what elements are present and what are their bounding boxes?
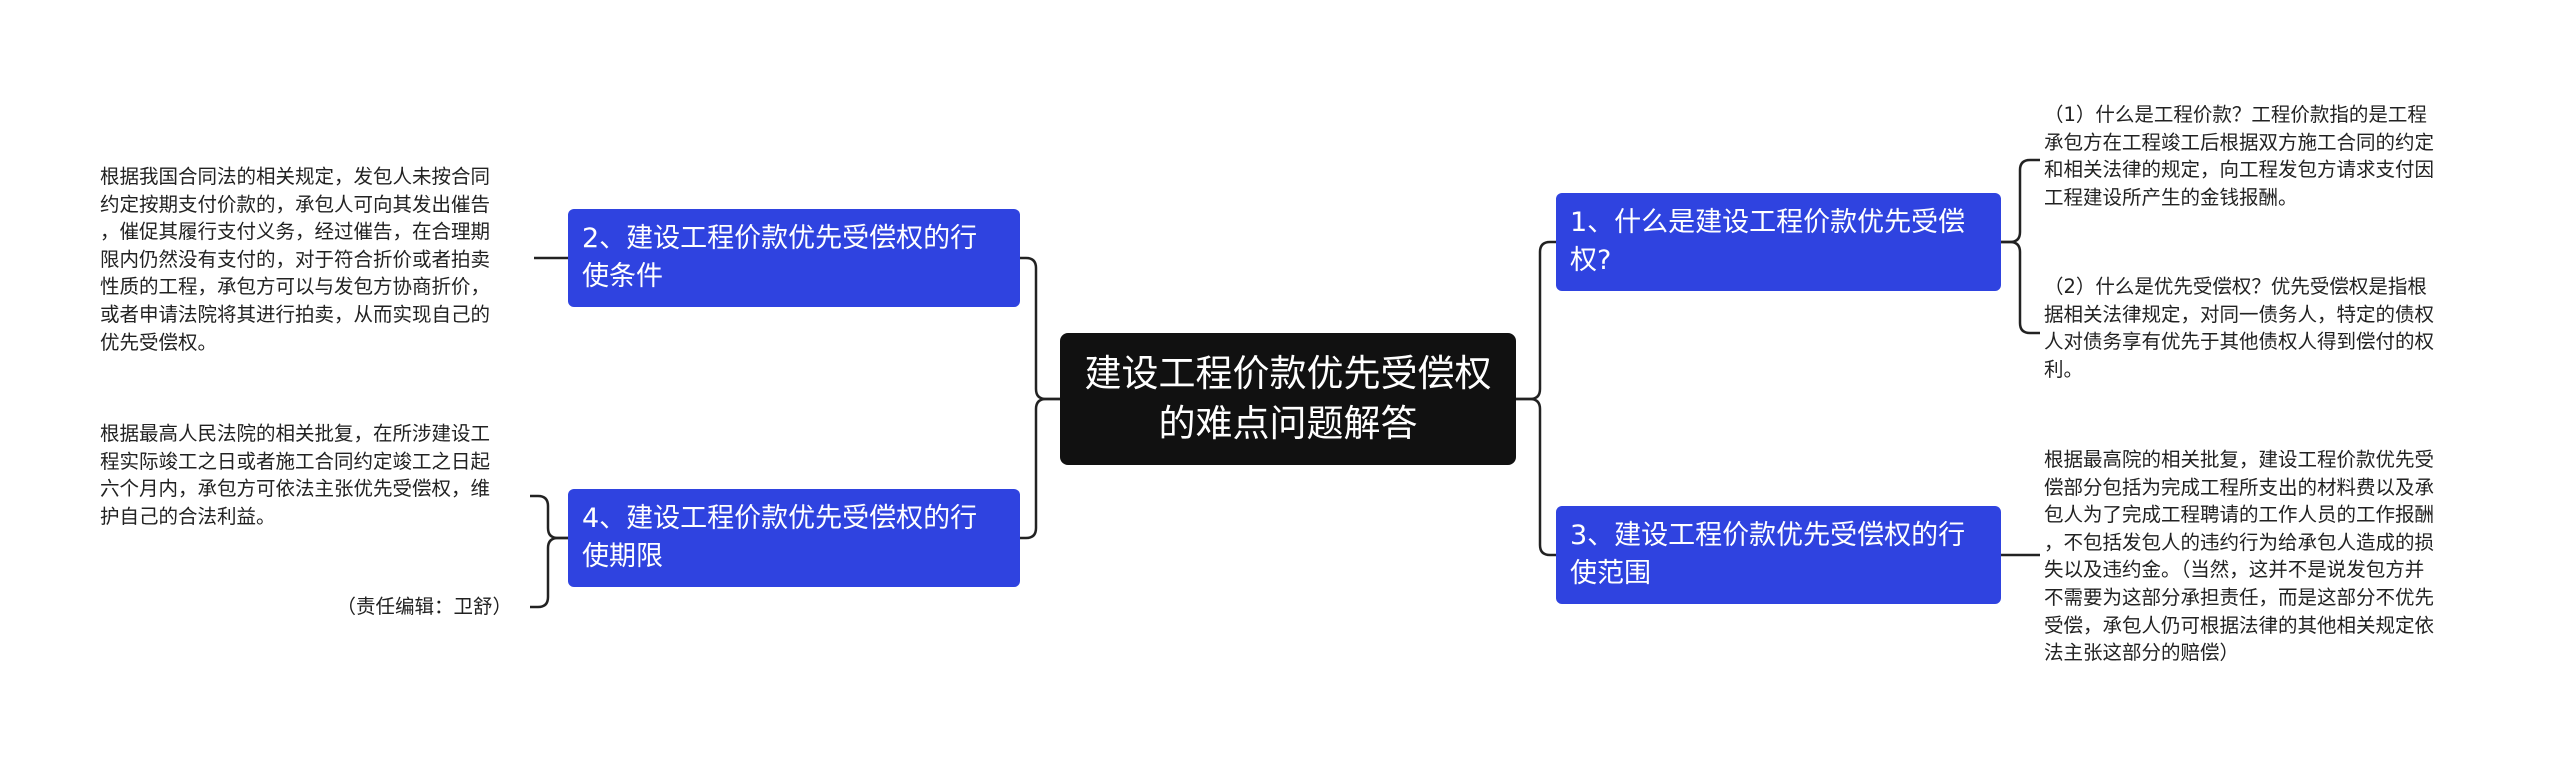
branch-2-leaf-1: 根据我国合同法的相关规定，发包人未按合同 约定按期支付价款的，承包人可向其发出催… [100,165,491,354]
branch-4-label: 4、建设工程价款优先受偿权的行 使期限 [582,503,978,572]
branch-1-leaf-2: （2）什么是优先受偿权？优先受偿权是指根 据相关法律规定，对同一债务人，特定的债… [2044,275,2435,381]
branch-1-label: 1、什么是建设工程价款优先受偿 权? [1570,207,1966,276]
branch-2-label: 2、建设工程价款优先受偿权的行 使条件 [582,223,978,292]
branch-1[interactable]: 1、什么是建设工程价款优先受偿 权? [1556,193,2001,291]
branch-2[interactable]: 2、建设工程价款优先受偿权的行 使条件 [568,209,1020,307]
central-topic[interactable]: 建设工程价款优先受偿权 的难点问题解答 [1060,333,1516,465]
connector-b4-leaf2 [530,536,568,609]
connector-root-b1 [1516,240,1556,401]
connector-root-b3 [1516,397,1556,557]
branch-1-leaf-1: （1）什么是工程价款？工程价款指的是工程 承包方在工程竣工后根据双方施工合同的约… [2044,103,2435,209]
branch-3[interactable]: 3、建设工程价款优先受偿权的行 使范围 [1556,506,2001,604]
central-topic-label: 建设工程价款优先受偿权 的难点问题解答 [1084,352,1492,445]
branch-4-leaf-1: 根据最高人民法院的相关批复，在所涉建设工 程实际竣工之日或者施工合同约定竣工之日… [100,422,491,528]
branch-4[interactable]: 4、建设工程价款优先受偿权的行 使期限 [568,489,1020,587]
branch-3-label: 3、建设工程价款优先受偿权的行 使范围 [1570,520,1966,589]
connector-root-b4 [1020,397,1060,540]
connector-b1-leaf1 [2001,158,2040,244]
connector-root-b2 [1020,256,1060,401]
branch-3-leaf-1: 根据最高院的相关批复，建设工程价款优先受 偿部分包括为完成工程所支出的材料费以及… [2044,448,2435,665]
connector-b1-leaf2 [2001,240,2040,335]
editor-credit: （责任编辑：卫舒） [336,595,512,618]
